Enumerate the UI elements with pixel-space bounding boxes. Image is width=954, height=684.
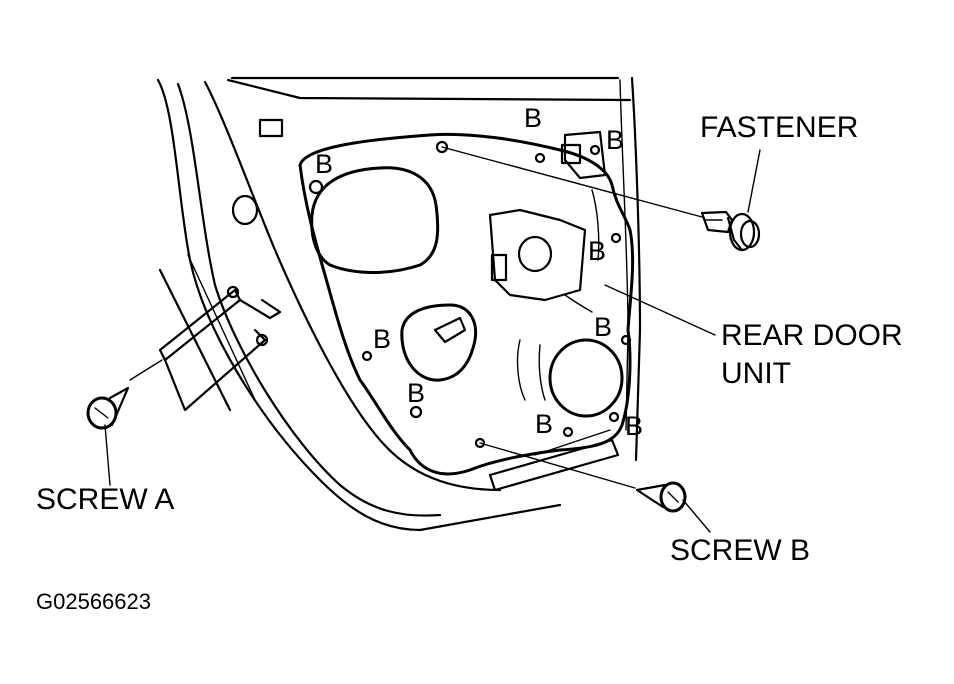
- fastener-icon: [700, 210, 761, 252]
- bolt-mark: B: [524, 103, 543, 133]
- screw-b-label: SCREW B: [670, 534, 811, 567]
- rear-door-unit-label-line1: REAR DOOR: [721, 319, 903, 352]
- bolt-mark: B: [606, 125, 625, 155]
- screw-b-icon: [635, 481, 687, 513]
- door-frame: [156, 76, 642, 532]
- bolt-mark: B: [625, 411, 644, 441]
- rear-door-unit-label-line2: UNIT: [721, 357, 791, 390]
- bolt-mark: B: [594, 312, 613, 342]
- screw-a-bracket: [158, 285, 282, 412]
- screw-a-label: SCREW A: [36, 483, 175, 516]
- bolt-mark: B: [588, 236, 607, 266]
- rear-door-unit-panel: [298, 130, 635, 492]
- bolt-mark: B: [535, 409, 554, 439]
- bolt-mark: B: [407, 378, 426, 408]
- leader-lines: [104, 146, 761, 533]
- fastener-label: FASTENER: [700, 111, 859, 144]
- bolt-mark: B: [373, 324, 392, 354]
- bolt-mark: B: [315, 149, 334, 179]
- figure-id: G02566623: [36, 589, 151, 614]
- screw-a-icon: [86, 386, 130, 430]
